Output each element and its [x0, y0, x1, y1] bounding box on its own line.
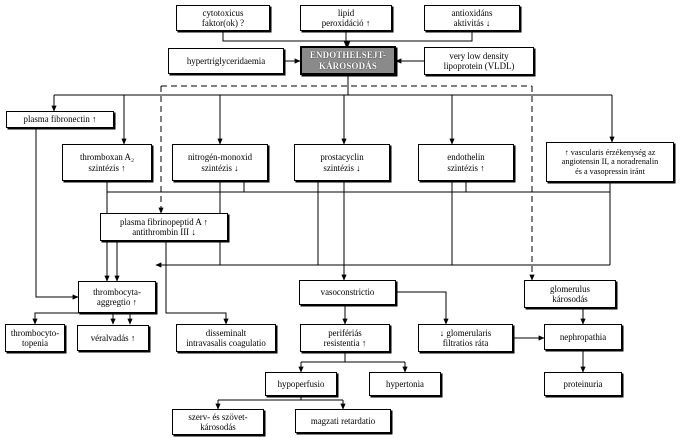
node-label-thrombocyta: thrombocyta-aggregtio ↑	[93, 286, 141, 307]
node-fibrinopeptid: plasma fibrinopeptid A ↑antithrombin III…	[100, 213, 228, 241]
node-szerv: szerv- és szövet-károsodás	[172, 409, 264, 435]
node-nephropathia: nephropathia	[544, 324, 622, 350]
node-endothelsejt: ENDOTHELSEJT-KÁROSODÁS	[300, 46, 396, 75]
node-veralvadas: véralvadás ↑	[77, 325, 149, 351]
node-hypertriglyceridaemia: hypertriglyceridaemia	[168, 48, 284, 74]
node-label-fibronectin: plasma fibronectin ↑	[23, 114, 97, 125]
node-vasoconstrictio: vasoconstrictio	[299, 280, 396, 305]
node-hypoperfusio: hypoperfusio	[265, 372, 337, 396]
node-fibronectin: plasma fibronectin ↑	[6, 111, 114, 128]
node-label-thrombocytopenia: thrombocyto-topenia	[10, 327, 60, 348]
node-label-hypoperfusio: hypoperfusio	[277, 378, 325, 389]
node-label-nephropathia: nephropathia	[559, 331, 607, 342]
node-magzati: magzati retardatio	[295, 409, 391, 433]
node-label-fibrinopeptid: plasma fibrinopeptid A ↑antithrombin III…	[120, 216, 208, 237]
node-thrombocyta: thrombocyta-aggregtio ↑	[78, 281, 156, 313]
node-label-endothelsejt: ENDOTHELSEJT-KÁROSODÁS	[309, 50, 387, 71]
node-label-hypertonia: hypertonia	[386, 378, 424, 389]
node-label-vasoconstrictio: vasoconstrictio	[320, 287, 375, 298]
node-label-magzati: magzati retardatio	[310, 415, 376, 426]
node-thrombocytopenia: thrombocyto-topenia	[5, 324, 65, 352]
node-label-proteinuria: proteinuria	[563, 378, 603, 389]
node-label-veralvadas: véralvadás ↑	[90, 332, 136, 343]
node-proteinuria: proteinuria	[544, 372, 622, 396]
node-label-hypertriglyceridaemia: hypertriglyceridaemia	[186, 55, 266, 66]
node-label-szerv: szerv- és szövet-károsodás	[188, 411, 248, 432]
node-hypertonia: hypertonia	[369, 372, 441, 396]
